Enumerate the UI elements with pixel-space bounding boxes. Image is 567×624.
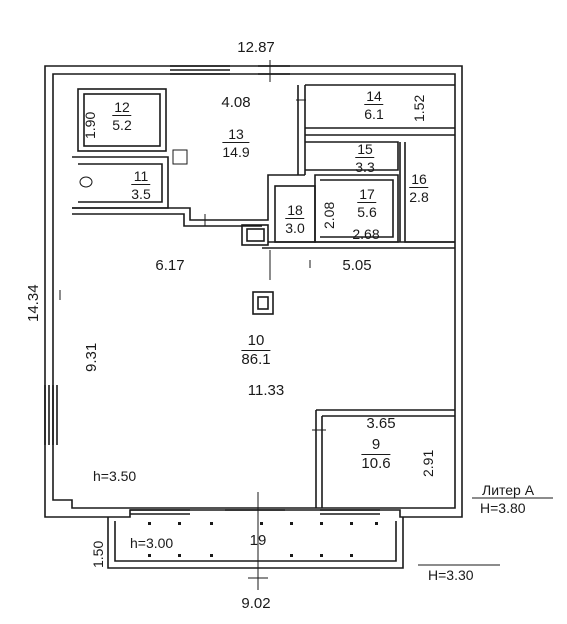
wall-under-17	[262, 241, 455, 249]
balcony-post-5	[290, 522, 293, 525]
partition-13-bottom-inner	[72, 213, 262, 227]
room-14-number: 14	[366, 88, 382, 104]
dim-268: 2.68	[352, 226, 380, 242]
litera-label: Литер А	[482, 482, 535, 498]
room-16-area: 2.8	[409, 187, 429, 205]
room-9-number: 9	[371, 436, 381, 453]
shaft-1-inner	[246, 228, 265, 242]
room-13-number: 13	[228, 126, 244, 142]
wall-13-right	[297, 85, 306, 175]
balcony-post-9	[148, 554, 151, 557]
window-top	[170, 65, 290, 75]
balcony-outline	[107, 517, 404, 569]
room-12-area: 5.2	[112, 115, 132, 133]
balcony-post-1	[148, 522, 151, 525]
balcony-post-14	[350, 554, 353, 557]
shaft-2-inner	[257, 296, 269, 310]
dim-617: 6.17	[155, 257, 185, 274]
height-main: h=3.50	[93, 468, 137, 484]
balcony-room-number: 19	[249, 532, 267, 549]
room-17-area: 5.6	[357, 202, 377, 220]
balcony-post-3	[210, 522, 213, 525]
room-9-wall	[315, 409, 455, 508]
room-10-number: 10	[247, 332, 265, 349]
dim-bottom-width: 9.02	[241, 595, 271, 612]
dim-505: 5.05	[342, 257, 372, 274]
window-left	[44, 385, 58, 445]
balcony-post-4	[260, 522, 263, 525]
dim-152: 1.52	[411, 94, 427, 122]
balcony-post-6	[320, 522, 323, 525]
room-14-area: 6.1	[364, 104, 384, 122]
room-11-inner	[78, 163, 163, 203]
shaft-1	[241, 224, 269, 246]
dim-291: 2.91	[420, 449, 436, 477]
litera-height: H=3.80	[480, 500, 526, 516]
room-10-area: 86.1	[241, 350, 271, 368]
dim-top-width: 12.87	[237, 39, 275, 56]
balcony-post-12	[290, 554, 293, 557]
room-17-number: 17	[359, 186, 375, 202]
balcony-post-10	[178, 554, 181, 557]
room-12-number: 12	[114, 99, 130, 115]
room-15-number: 15	[357, 141, 373, 157]
balcony-post-7	[350, 522, 353, 525]
dim-408: 4.08	[221, 94, 251, 111]
dim-balcony-depth: 1.50	[90, 540, 106, 568]
balcony-post-2	[178, 522, 181, 525]
room-15-wall	[305, 141, 399, 171]
room-18-area: 3.0	[285, 218, 305, 236]
balcony-inner	[114, 521, 397, 562]
room-16-number: 16	[411, 171, 427, 187]
balcony-post-11	[210, 554, 213, 557]
room-13-area: 14.9	[222, 142, 250, 160]
dim-left-height: 14.34	[25, 284, 42, 322]
dim-365: 3.65	[366, 415, 396, 432]
room-18-number: 18	[287, 202, 303, 218]
room-12-inner	[83, 93, 161, 147]
outer-wall-inner	[52, 73, 456, 509]
sink-icon	[172, 149, 188, 165]
partition-13-bottom	[72, 174, 305, 221]
dim-190: 1.90	[82, 111, 98, 139]
room-17-inner	[320, 179, 394, 238]
room-11-number: 11	[133, 168, 149, 184]
room-9-area: 10.6	[361, 454, 391, 472]
balcony-post-8	[375, 522, 378, 525]
room-15-area: 3.3	[355, 157, 375, 175]
outside-height: H=3.30	[428, 567, 474, 583]
balcony-post-13	[320, 554, 323, 557]
dim-1133: 11.33	[247, 382, 285, 399]
shaft-2	[252, 291, 274, 315]
outer-wall-outer	[44, 65, 463, 518]
dim-208: 2.08	[321, 201, 337, 229]
room-12-wall	[77, 88, 167, 152]
room-11-area: 3.5	[131, 184, 151, 202]
toilet-icon	[79, 176, 93, 188]
window-bottom	[130, 509, 380, 515]
dim-931: 9.31	[83, 342, 100, 372]
room-14-wall	[305, 84, 455, 136]
height-balcony: h=3.00	[130, 535, 174, 551]
